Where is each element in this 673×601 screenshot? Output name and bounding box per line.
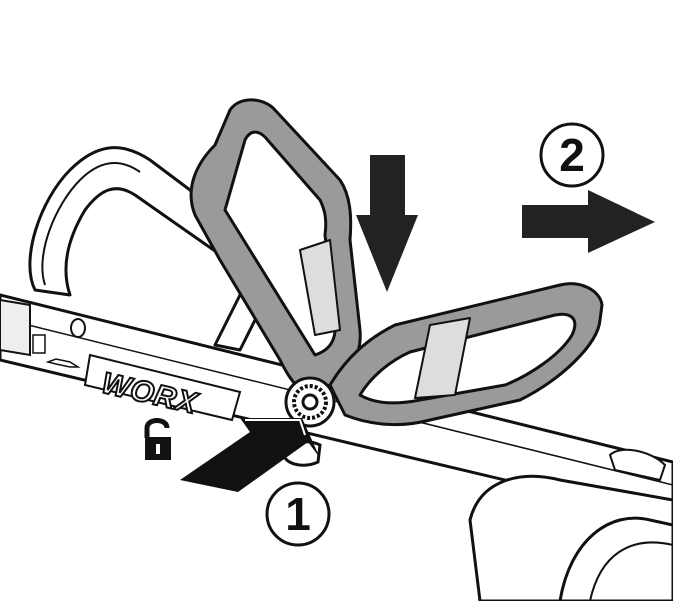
front-handle — [189, 98, 604, 427]
step-1-number: 1 — [285, 488, 311, 540]
arrow-down-icon — [356, 155, 418, 292]
arrow-right-icon — [522, 190, 655, 253]
arrow-press-icon — [180, 418, 320, 492]
step-2-number: 2 — [559, 129, 585, 181]
step-1-marker: 1 — [265, 481, 331, 547]
step-2-marker: 2 — [539, 122, 605, 188]
motor-housing — [468, 448, 673, 601]
unlock-icon — [144, 418, 171, 460]
